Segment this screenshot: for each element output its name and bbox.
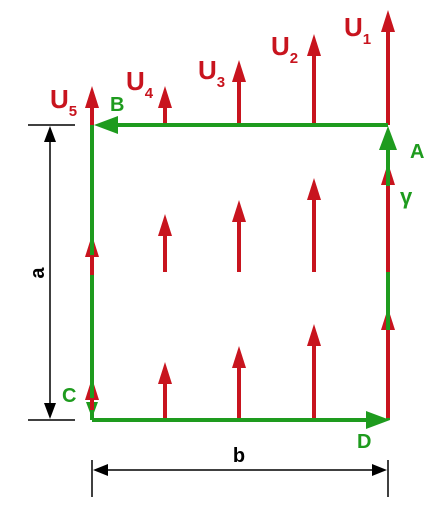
dimension-b-arrow-right bbox=[372, 464, 387, 476]
label-point-b: B bbox=[110, 94, 124, 116]
dimension-a-arrow-bottom bbox=[44, 403, 56, 419]
velocity-arrow-u4-head bbox=[158, 86, 172, 108]
label-point-c: C bbox=[62, 385, 76, 407]
velocity-arrow-head bbox=[232, 200, 246, 222]
label-u4: U4 bbox=[126, 66, 154, 102]
velocity-profile-middle bbox=[85, 163, 395, 275]
velocity-arrow-u2-head bbox=[307, 34, 321, 56]
dimension-a-label: a bbox=[27, 267, 49, 279]
velocity-arrow-u1-head bbox=[381, 10, 395, 32]
velocity-arrow-head bbox=[232, 346, 246, 368]
velocity-arrow-head bbox=[307, 324, 321, 346]
dimension-b-label: b bbox=[233, 445, 245, 467]
dimension-b-arrow-left bbox=[93, 464, 108, 476]
point-labels: A B C D γ bbox=[62, 94, 424, 453]
right-edge-field bbox=[90, 186, 390, 418]
velocity-profile-top bbox=[85, 10, 395, 125]
integration-contour bbox=[86, 116, 397, 429]
contour-arrow-cd bbox=[366, 411, 390, 429]
velocity-arrow-u3-head bbox=[232, 60, 246, 82]
velocity-arrow-head bbox=[158, 214, 172, 236]
label-gamma: γ bbox=[400, 184, 413, 209]
dimension-a-arrow-top bbox=[44, 126, 56, 142]
dimension-a: a bbox=[27, 124, 75, 421]
velocity-arrow-head bbox=[158, 362, 172, 384]
label-point-d: D bbox=[357, 431, 371, 453]
dimension-b: b bbox=[91, 445, 389, 497]
label-u5: U5 bbox=[50, 84, 77, 120]
velocity-labels: U1 U2 U3 U4 U5 bbox=[50, 12, 371, 120]
contour-arrow-da bbox=[379, 126, 397, 150]
label-point-a: A bbox=[410, 141, 424, 163]
label-u2: U2 bbox=[271, 31, 298, 67]
label-u3: U3 bbox=[198, 55, 225, 91]
label-u1: U1 bbox=[344, 12, 371, 48]
velocity-profile-bottom bbox=[85, 308, 395, 418]
velocity-arrow-u5-head bbox=[85, 86, 99, 108]
velocity-arrow-head bbox=[307, 178, 321, 200]
contour-arrow-ab bbox=[94, 116, 118, 134]
